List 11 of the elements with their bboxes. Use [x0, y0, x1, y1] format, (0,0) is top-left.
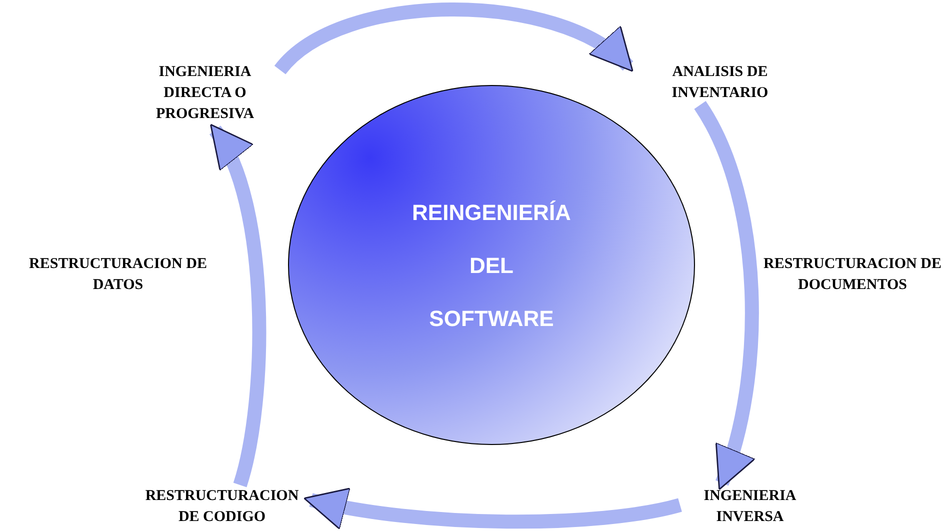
step-label: INGENIERIA INVERSA — [702, 487, 798, 527]
curved-arrow — [694, 101, 759, 490]
step-label: ANALISIS DE INVENTARIO — [670, 63, 770, 103]
curved-arrow — [303, 486, 682, 529]
circle-title: REINGENIERÍA DEL SOFTWARE — [411, 198, 572, 332]
step-label: RESTRUCTURACION DE DATOS — [28, 255, 208, 295]
step-label: RESTRUCTURACION DE DOCUMENTOS — [762, 255, 942, 295]
step-label: INGENIERIA DIRECTA O PROGRESIVA — [154, 63, 256, 124]
step-label: RESTRUCTURACION DE CODIGO — [144, 487, 300, 527]
curved-arrow — [275, 2, 634, 75]
curved-arrow — [209, 123, 266, 487]
